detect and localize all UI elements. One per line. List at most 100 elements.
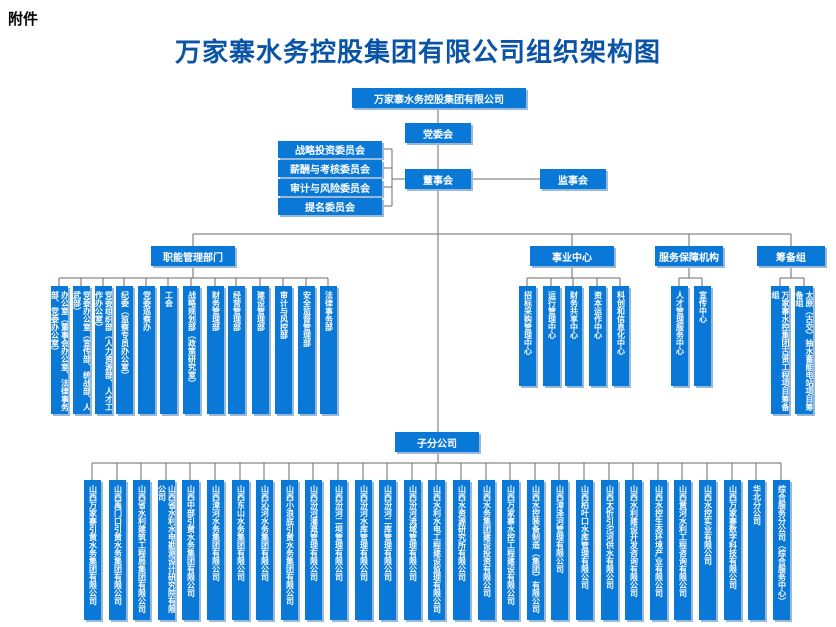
functional-dept-box: 党委巡察办 <box>138 286 155 414</box>
subsidiary-box: 山西汾河灌溉管理有限公司 <box>305 480 322 620</box>
subsidiary-box: 华北分公司 <box>748 480 765 620</box>
subsidiary-box-label: 山西汾河二库管理有限公司 <box>383 485 393 581</box>
subsidiary-box: 山西东山水务集团有限公司 <box>232 480 249 620</box>
functional-dept-box-label: 审计与风控部 <box>279 291 289 339</box>
subsidiary-box-label: 山西万家寨引黄水务集团有限公司 <box>88 485 98 605</box>
functional-dept-group: 职能管理部门 <box>151 246 235 266</box>
functional-dept-box-label: 建设管理部 <box>256 291 266 331</box>
functional-dept-box: 战略规划部（政策研究室） <box>183 286 200 414</box>
business-center-box-label: 运行管理中心 <box>547 291 557 339</box>
root-company-box: 万家寨水务控股集团有限公司 <box>352 88 526 108</box>
business-center-box-label: 财务共享中心 <box>569 291 579 339</box>
attachment-label: 附件 <box>8 10 39 28</box>
committee-box: 战略投资委员会 <box>278 141 382 158</box>
prep-group-box-label: 万家寨水控集团古贤工程项目筹备组 <box>771 291 789 411</box>
prep-group-box: 太原（古交）抽水蓄能电站项目筹备组 <box>795 286 813 414</box>
subsidiary-box-label: 山西水控生态环境产业有限公司 <box>654 485 664 597</box>
subsidiary-box-label: 山西禹门口引黄水务集团有限公司 <box>113 485 123 605</box>
functional-dept-box: 经营管理部 <box>228 286 245 414</box>
committee-box: 提名委员会 <box>278 198 382 215</box>
business-center-box: 资本运作中心 <box>589 286 606 386</box>
functional-dept-box: 办公室（董事会办公室、法律事务部、党委办公室） <box>51 286 68 414</box>
subsidiary-box: 山西汾河二库管理有限公司 <box>379 480 396 620</box>
chart-title: 万家寨水务控股集团有限公司组织架构图 <box>174 38 661 68</box>
functional-dept-box-label: 党委办公室（宣传部、统战部、人武部） <box>73 291 90 411</box>
subsidiary-box: 山西水务集团建设投资有限公司 <box>478 480 495 620</box>
subsidiary-box: 山西汾河二坝管理有限公司 <box>330 480 347 620</box>
functional-dept-box-label: 法律事务部 <box>324 291 334 331</box>
subsidiary-box: 山西中部引黄水务集团有限公司 <box>182 480 199 620</box>
subsidiary-box: 山西省水利水电勘测设计研究院有限公司 <box>158 480 175 620</box>
subsidiary-box-label: 山西水利建设开发咨询有限公司 <box>629 485 639 597</box>
subsidiary-box: 山西汾河流域管理有限公司 <box>404 480 421 620</box>
subsidiaries-group: 子分公司 <box>395 432 479 452</box>
subsidiary-box: 山西万家寨引黄水务集团有限公司 <box>84 480 101 620</box>
subsidiary-box: 山西万家寨水控工程建设有限公司 <box>502 480 519 620</box>
functional-dept-box: 建设管理部 <box>252 286 269 414</box>
subsidiary-box-label: 山西汾河水库管理有限公司 <box>359 485 369 581</box>
subsidiary-box-label: 山西漳河水务集团有限公司 <box>211 485 221 581</box>
committee-box: 薪酬与考核委员会 <box>278 160 382 177</box>
functional-dept-box: 安全监督管理部 <box>298 286 315 414</box>
subsidiary-box-label: 山西柏叶口水库管理有限公司 <box>580 485 590 589</box>
prep-group-box: 万家寨水控集团古贤工程项目筹备组 <box>771 286 789 414</box>
functional-dept-box-label: 工会 <box>164 291 174 307</box>
committee-box: 审计与风险委员会 <box>278 179 382 196</box>
subsidiary-box-label: 华北分公司 <box>752 485 762 525</box>
subsidiary-box-label: 山西太忻引沱河供水有限公司 <box>605 485 615 589</box>
business-center-box: 招标采购管理中心 <box>519 286 536 386</box>
business-center-box: 运行管理中心 <box>543 286 560 386</box>
subsidiary-box: 山西柏叶口水库管理有限公司 <box>576 480 593 620</box>
subsidiary-box: 综合服务分公司（综合服务中心） <box>773 480 790 620</box>
subsidiary-box: 山西黄河水利工程咨询有限公司 <box>674 480 691 620</box>
subsidiary-box-label: 综合服务分公司（综合服务中心） <box>777 485 787 605</box>
subsidiary-box-label: 山西万家寨水控工程建设有限公司 <box>506 485 516 605</box>
service-org-group: 服务保障机构 <box>655 246 723 266</box>
party-committee-box: 党委会 <box>405 123 471 143</box>
subsidiary-box-label: 山西水控装备制造（集团）有限公司 <box>531 485 541 613</box>
subsidiary-box: 山西水利建设开发咨询有限公司 <box>625 480 642 620</box>
subsidiary-box-label: 山西中部引黄水务集团有限公司 <box>186 485 196 597</box>
subsidiary-box-label: 山西水控实业有限公司 <box>703 485 713 565</box>
functional-dept-box: 党委组织部（人力资源部、人才工作办公室） <box>95 286 112 414</box>
subsidiary-box: 山西水控生态环境产业有限公司 <box>650 480 667 620</box>
subsidiary-box-label: 山西水务集团建设投资有限公司 <box>482 485 492 597</box>
service-org-box: 宣传中心 <box>694 286 711 386</box>
service-org-box-label: 宣传中心 <box>698 291 708 323</box>
subsidiary-box-label: 山西万家寨数字科技有限公司 <box>728 485 738 589</box>
functional-dept-box-label: 党委组织部（人力资源部、人才工作办公室） <box>95 291 112 411</box>
functional-dept-box: 法律事务部 <box>320 286 337 414</box>
subsidiary-box: 山西水控装备制造（集团）有限公司 <box>527 480 544 620</box>
functional-dept-box-label: 纪委（监察专员办公室） <box>120 291 130 379</box>
business-center-box-label: 科创和信息化中心 <box>616 291 626 355</box>
subsidiary-box-label: 山西小浪底引黄水务集团有限公司 <box>285 485 295 605</box>
functional-dept-box: 审计与风控部 <box>275 286 292 414</box>
subsidiary-box: 山西水控实业有限公司 <box>699 480 716 620</box>
subsidiary-box-label: 山西省水利水电勘测设计研究院有限公司 <box>158 485 175 613</box>
subsidiary-box-label: 山西漳泽河管理有限公司 <box>555 485 565 573</box>
business-center-box-label: 招标采购管理中心 <box>523 291 533 355</box>
board-box: 董事会 <box>405 169 471 189</box>
functional-dept-box: 纪委（监察专员办公室） <box>116 286 133 414</box>
business-center-box: 科创和信息化中心 <box>612 286 629 386</box>
subsidiary-box-label: 山西汾河流域管理有限公司 <box>408 485 418 581</box>
prep-group: 筹备组 <box>757 246 825 266</box>
subsidiary-box-label: 山西东山水务集团有限公司 <box>236 485 246 581</box>
service-org-box-label: 人才管理服务中心 <box>675 291 685 355</box>
functional-dept-box: 财务管理部 <box>207 286 224 414</box>
subsidiary-box: 山西漳泽河管理有限公司 <box>551 480 568 620</box>
functional-dept-box: 党委办公室（宣传部、统战部、人武部） <box>73 286 90 414</box>
subsidiary-box-label: 山西汾河二坝管理有限公司 <box>334 485 344 581</box>
functional-dept-box-label: 办公室（董事会办公室、法律事务部、党委办公室） <box>51 291 68 411</box>
subsidiary-box: 山西汾河水库管理有限公司 <box>355 480 372 620</box>
subsidiary-box: 山西沁河水务集团有限公司 <box>256 480 273 620</box>
subsidiary-box: 山西省水利建筑工程局集团有限公司 <box>133 480 150 620</box>
subsidiary-box-label: 山西水利水电工程建设监理有限公司 <box>432 485 442 613</box>
business-center-box-label: 资本运作中心 <box>593 291 603 339</box>
subsidiary-box: 山西小浪底引黄水务集团有限公司 <box>281 480 298 620</box>
subsidiary-box-label: 山西沁河水务集团有限公司 <box>260 485 270 581</box>
subsidiary-box: 山西禹门口引黄水务集团有限公司 <box>109 480 126 620</box>
functional-dept-box-label: 安全监督管理部 <box>302 291 312 347</box>
subsidiary-box-label: 山西黄河水利工程咨询有限公司 <box>678 485 688 597</box>
